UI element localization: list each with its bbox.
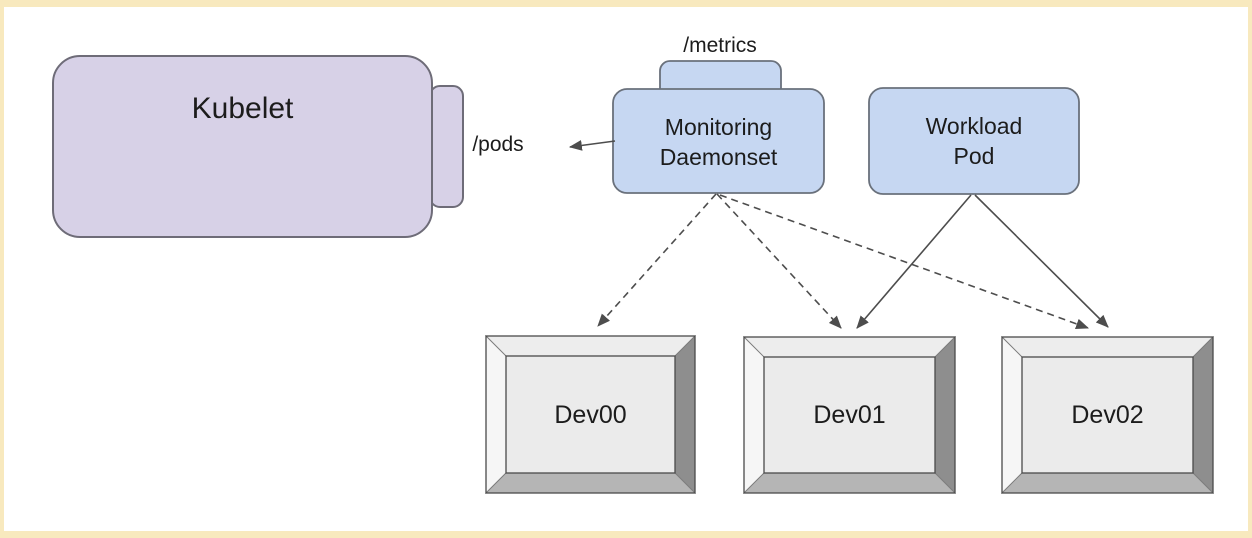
workload-pod-box	[868, 87, 1080, 195]
dev00-bevel-right	[674, 334, 696, 495]
dev01-bevel-right	[934, 335, 956, 495]
dev02-bevel-top	[1000, 336, 1215, 358]
dev02-bevel-right	[1192, 335, 1214, 495]
edge-workload-to-dev02-solid	[974, 194, 1109, 328]
dev01-outline	[743, 336, 956, 494]
device-box-dev01	[742, 335, 957, 495]
dev01-face	[763, 356, 936, 474]
dev00-bevel-bottom	[484, 472, 697, 494]
dev02-face	[1021, 356, 1194, 474]
edge-monitoring-to-kubelet-pods	[568, 140, 616, 151]
kubelet-node	[52, 55, 464, 238]
device-box-dev00	[484, 334, 697, 495]
dev02-outline	[1001, 336, 1214, 494]
dev00-bevel-top	[484, 335, 697, 357]
dev00-outline	[485, 335, 696, 494]
edge-monitoring-to-dev02-dashed	[719, 194, 1090, 330]
edge-workload-to-dev01-solid	[856, 194, 972, 329]
dev01-bevel-top	[742, 336, 957, 358]
monitoring-daemonset-box	[612, 88, 825, 194]
dev00-bevel-left	[485, 334, 507, 495]
dev02-bevel-left	[1001, 335, 1023, 495]
dev02-bevel-bottom	[1000, 472, 1215, 494]
dev00-face	[505, 355, 676, 474]
edge-monitoring-to-dev01-dashed	[716, 193, 842, 329]
kubelet-main-box	[52, 55, 433, 238]
workload-pod-node	[868, 87, 1080, 195]
dev01-bevel-left	[743, 335, 765, 495]
device-box-dev02	[1000, 335, 1215, 495]
dev01-bevel-bottom	[742, 472, 957, 494]
edges	[568, 140, 1109, 330]
monitoring-daemonset-node	[612, 60, 825, 194]
kubelet-sub-box	[429, 85, 464, 208]
edge-monitoring-to-dev00-dashed	[597, 193, 717, 327]
